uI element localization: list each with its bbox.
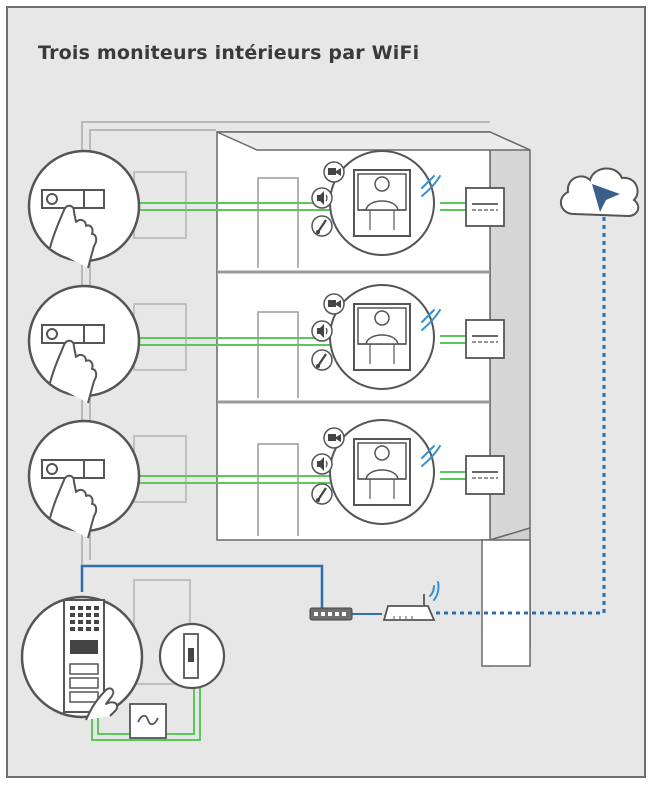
- diagram-title: Trois moniteurs intérieurs par WiFi: [38, 42, 420, 64]
- cloud-icon: [559, 167, 640, 218]
- wifi-icon: [421, 309, 441, 331]
- key-icon: [311, 215, 333, 237]
- floor-1: [27, 149, 505, 269]
- wifi-icon: [421, 175, 441, 197]
- floor-3: [27, 419, 505, 539]
- speaker-icon: [311, 453, 333, 475]
- power-outlet: [465, 187, 505, 227]
- power-supply: [129, 703, 167, 739]
- camera-icon: [323, 293, 345, 315]
- speaker-icon: [311, 187, 333, 209]
- wire-green: [136, 335, 468, 346]
- camera-icon: [323, 161, 345, 183]
- wire-green: [136, 471, 468, 484]
- power-outlet: [465, 319, 505, 359]
- outdoor-door-station: [20, 595, 144, 721]
- key-icon: [311, 483, 333, 505]
- wire-green: [136, 202, 468, 211]
- speaker-icon: [311, 320, 333, 342]
- network-switch: [309, 607, 353, 621]
- video-monitor: [329, 150, 435, 256]
- key-icon: [311, 349, 333, 371]
- video-monitor: [329, 419, 435, 525]
- wifi-router: [382, 581, 440, 621]
- video-monitor: [329, 284, 435, 390]
- power-outlet: [465, 455, 505, 495]
- doorbell-button-panel: [27, 419, 141, 539]
- doorbell-button-panel: [27, 284, 141, 404]
- camera-icon: [323, 427, 345, 449]
- wifi-icon: [421, 445, 441, 467]
- floor-2: [27, 284, 505, 404]
- network: [80, 167, 640, 621]
- ethernet-cable: [80, 564, 324, 612]
- electric-lock: [158, 622, 226, 690]
- outdoor: [20, 595, 226, 741]
- doorbell-button-panel: [27, 149, 141, 269]
- internet-link-dotted: [436, 202, 606, 615]
